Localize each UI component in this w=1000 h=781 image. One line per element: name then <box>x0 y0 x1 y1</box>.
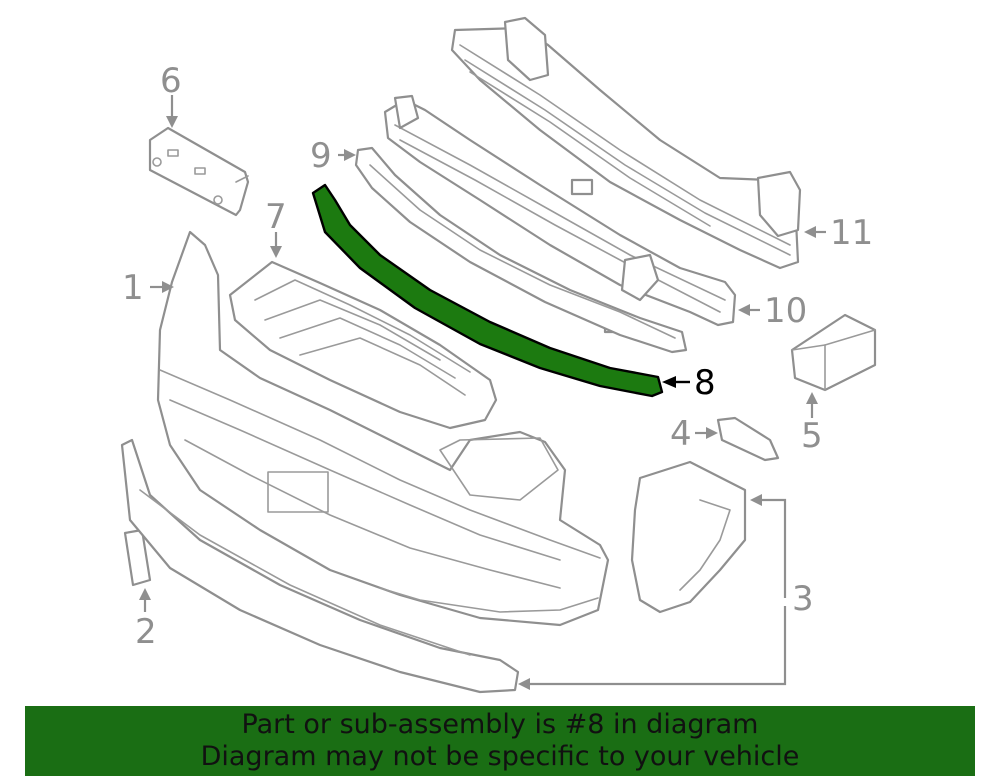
part-3-lower-lip[interactable] <box>120 438 520 694</box>
callout-9: 9 <box>310 136 332 176</box>
callout-8-highlighted: 8 <box>694 363 716 403</box>
callout-11: 11 <box>830 213 873 253</box>
callout-leaders <box>139 95 826 690</box>
part-5-sensor-box[interactable] <box>790 313 877 392</box>
part-8-highlighted-beam[interactable] <box>311 183 664 398</box>
notice-banner: Part or sub-assembly is #8 in diagram Di… <box>25 706 975 776</box>
part-7-deflector[interactable] <box>228 260 498 430</box>
part-2-clip[interactable] <box>123 528 152 587</box>
callout-10: 10 <box>764 291 807 331</box>
part-3-side-garnish[interactable] <box>630 460 747 614</box>
callout-5: 5 <box>801 416 823 456</box>
callout-numbers: 6 7 1 9 11 10 8 4 5 3 2 <box>122 61 873 652</box>
notice-line-2: Diagram may not be specific to your vehi… <box>200 741 800 772</box>
callout-1: 1 <box>122 268 144 308</box>
part-11-reinforcement-bar[interactable] <box>450 16 802 270</box>
callout-2: 2 <box>135 612 157 652</box>
part-4-sensor[interactable] <box>716 416 780 462</box>
callout-4: 4 <box>670 414 692 454</box>
part-1-bumper-cover[interactable] <box>156 230 610 627</box>
callout-3: 3 <box>792 579 814 619</box>
part-6-bracket[interactable] <box>148 126 250 217</box>
part-9-strip[interactable] <box>354 146 688 354</box>
notice-line-1: Part or sub-assembly is #8 in diagram <box>241 709 759 740</box>
callout-7: 7 <box>265 197 287 237</box>
callout-6: 6 <box>160 61 182 101</box>
